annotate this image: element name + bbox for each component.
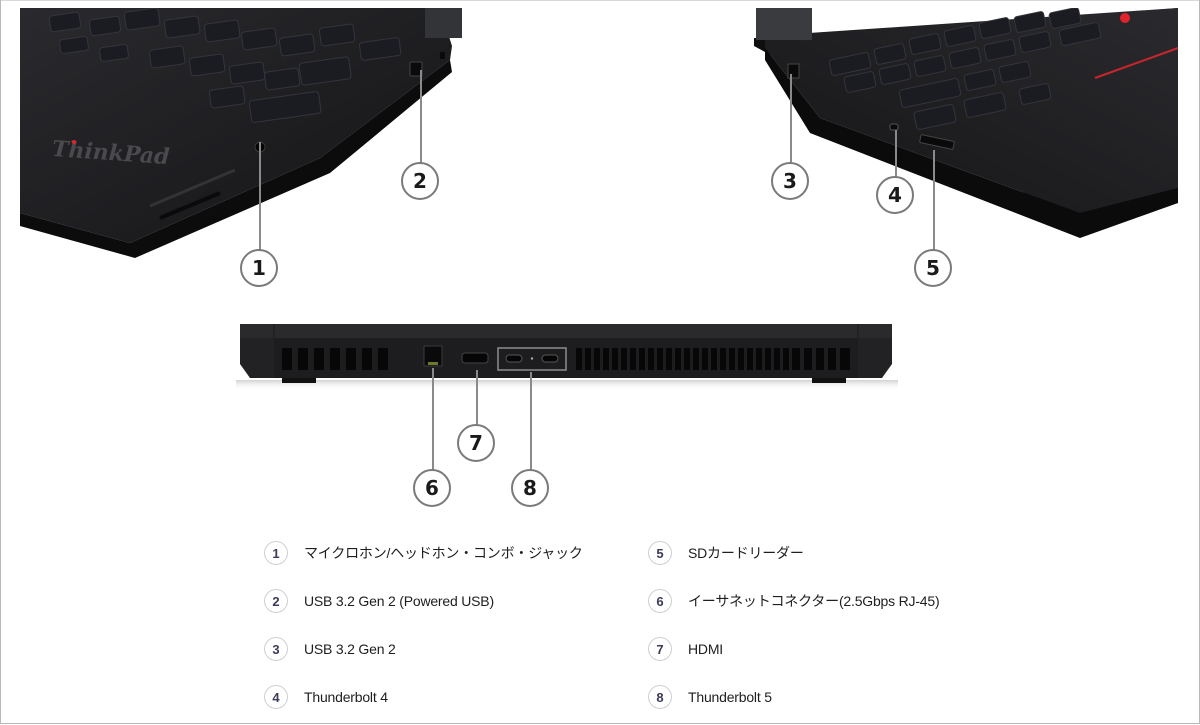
- leader-line-2: [420, 70, 422, 163]
- callout-5: 5: [914, 249, 952, 287]
- legend-label: USB 3.2 Gen 2: [304, 641, 396, 657]
- leader-line-4: [895, 130, 897, 177]
- legend-item: 1 マイクロホン/ヘッドホン・コンボ・ジャック: [264, 540, 583, 566]
- legend-number-badge: 7: [648, 637, 672, 661]
- laptop-rear-illustration: [236, 324, 898, 390]
- legend-item: 3 USB 3.2 Gen 2: [264, 636, 396, 662]
- laptop-rear-image: [236, 320, 898, 392]
- thunderbolt-port-group: [497, 347, 567, 371]
- legend-item: 7 HDMI: [648, 636, 723, 662]
- legend-number-badge: 2: [264, 589, 288, 613]
- callout-3: 3: [771, 162, 809, 200]
- legend-label: USB 3.2 Gen 2 (Powered USB): [304, 593, 494, 609]
- callout-1: 1: [240, 249, 278, 287]
- legend-number-badge: 6: [648, 589, 672, 613]
- legend-number-badge: 3: [264, 637, 288, 661]
- legend-number-badge: 8: [648, 685, 672, 709]
- laptop-left-illustration: ThinkPad: [20, 8, 462, 258]
- leader-line-6: [432, 368, 434, 470]
- legend-label: Thunderbolt 5: [688, 689, 772, 705]
- leader-line-7: [476, 370, 478, 425]
- callout-4: 4: [876, 176, 914, 214]
- legend-label: Thunderbolt 4: [304, 689, 388, 705]
- legend-number-badge: 5: [648, 541, 672, 565]
- laptop-right-side-image: [750, 8, 1178, 270]
- legend-item: 8 Thunderbolt 5: [648, 684, 772, 710]
- laptop-right-illustration: [754, 8, 1178, 238]
- callout-2: 2: [401, 162, 439, 200]
- legend-number-badge: 4: [264, 685, 288, 709]
- callout-6: 6: [413, 469, 451, 507]
- legend-item: 2 USB 3.2 Gen 2 (Powered USB): [264, 588, 494, 614]
- laptop-left-side-image: ThinkPad: [20, 8, 462, 270]
- legend-label: HDMI: [688, 641, 723, 657]
- leader-line-5: [933, 150, 935, 250]
- legend-label: SDカードリーダー: [688, 545, 804, 561]
- legend-number-badge: 1: [264, 541, 288, 565]
- callout-8: 8: [511, 469, 549, 507]
- legend-label: マイクロホン/ヘッドホン・コンボ・ジャック: [304, 545, 583, 561]
- callout-7: 7: [457, 424, 495, 462]
- hdmi-port: [461, 352, 489, 364]
- legend-item: 4 Thunderbolt 4: [264, 684, 388, 710]
- legend-item: 5 SDカードリーダー: [648, 540, 804, 566]
- page-top-edge: [0, 0, 1200, 1]
- ethernet-port: [423, 345, 443, 367]
- leader-line-8: [530, 372, 532, 470]
- leader-line-3: [790, 74, 792, 163]
- legend-item: 6 イーサネットコネクター(2.5Gbps RJ-45): [648, 588, 940, 614]
- legend-label: イーサネットコネクター(2.5Gbps RJ-45): [688, 593, 940, 609]
- leader-line-1: [259, 142, 261, 250]
